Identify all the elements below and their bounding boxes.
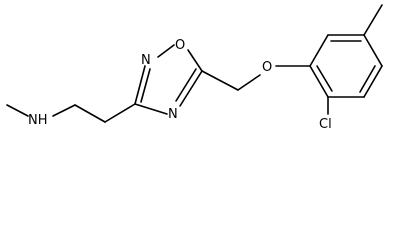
atom-o1-label: O [175, 38, 185, 53]
bond-n4-c3 [134, 103, 168, 115]
bond-c3-n2 [134, 65, 146, 105]
bond-c5-n4 [179, 70, 203, 107]
bond-o1-c5 [187, 49, 203, 72]
bond-aryl-methyl [363, 4, 383, 36]
bond-nh-ch2 [52, 104, 76, 117]
atom-ether-o-label: O [262, 60, 272, 75]
bond-ring-ch2 [201, 70, 239, 91]
molecule-structure: NH N O N O Cl [6, 4, 383, 132]
bond-c5-n4-double [175, 68, 197, 102]
bond-ch2-o [237, 74, 261, 91]
atom-n4-label: N [168, 107, 178, 122]
bond-ch2-ch2 [74, 104, 106, 123]
atom-n2-label: N [141, 53, 151, 68]
atom-nh-label: NH [28, 113, 48, 128]
bond-n2-o1 [157, 44, 175, 58]
bond-ch2-ring [104, 103, 136, 123]
bond-ar-3 [363, 34, 383, 67]
bond-ar-1 [309, 34, 329, 67]
bond-ar-6-inner [316, 65, 333, 92]
bond-ar-4 [363, 65, 383, 98]
bond-ar-4-inner [359, 65, 376, 93]
bond-ar-6 [309, 65, 329, 98]
bond-c3-n2-double [140, 68, 151, 103]
atom-cl-label: Cl [319, 117, 332, 132]
bond-methyl-nh [6, 104, 29, 117]
